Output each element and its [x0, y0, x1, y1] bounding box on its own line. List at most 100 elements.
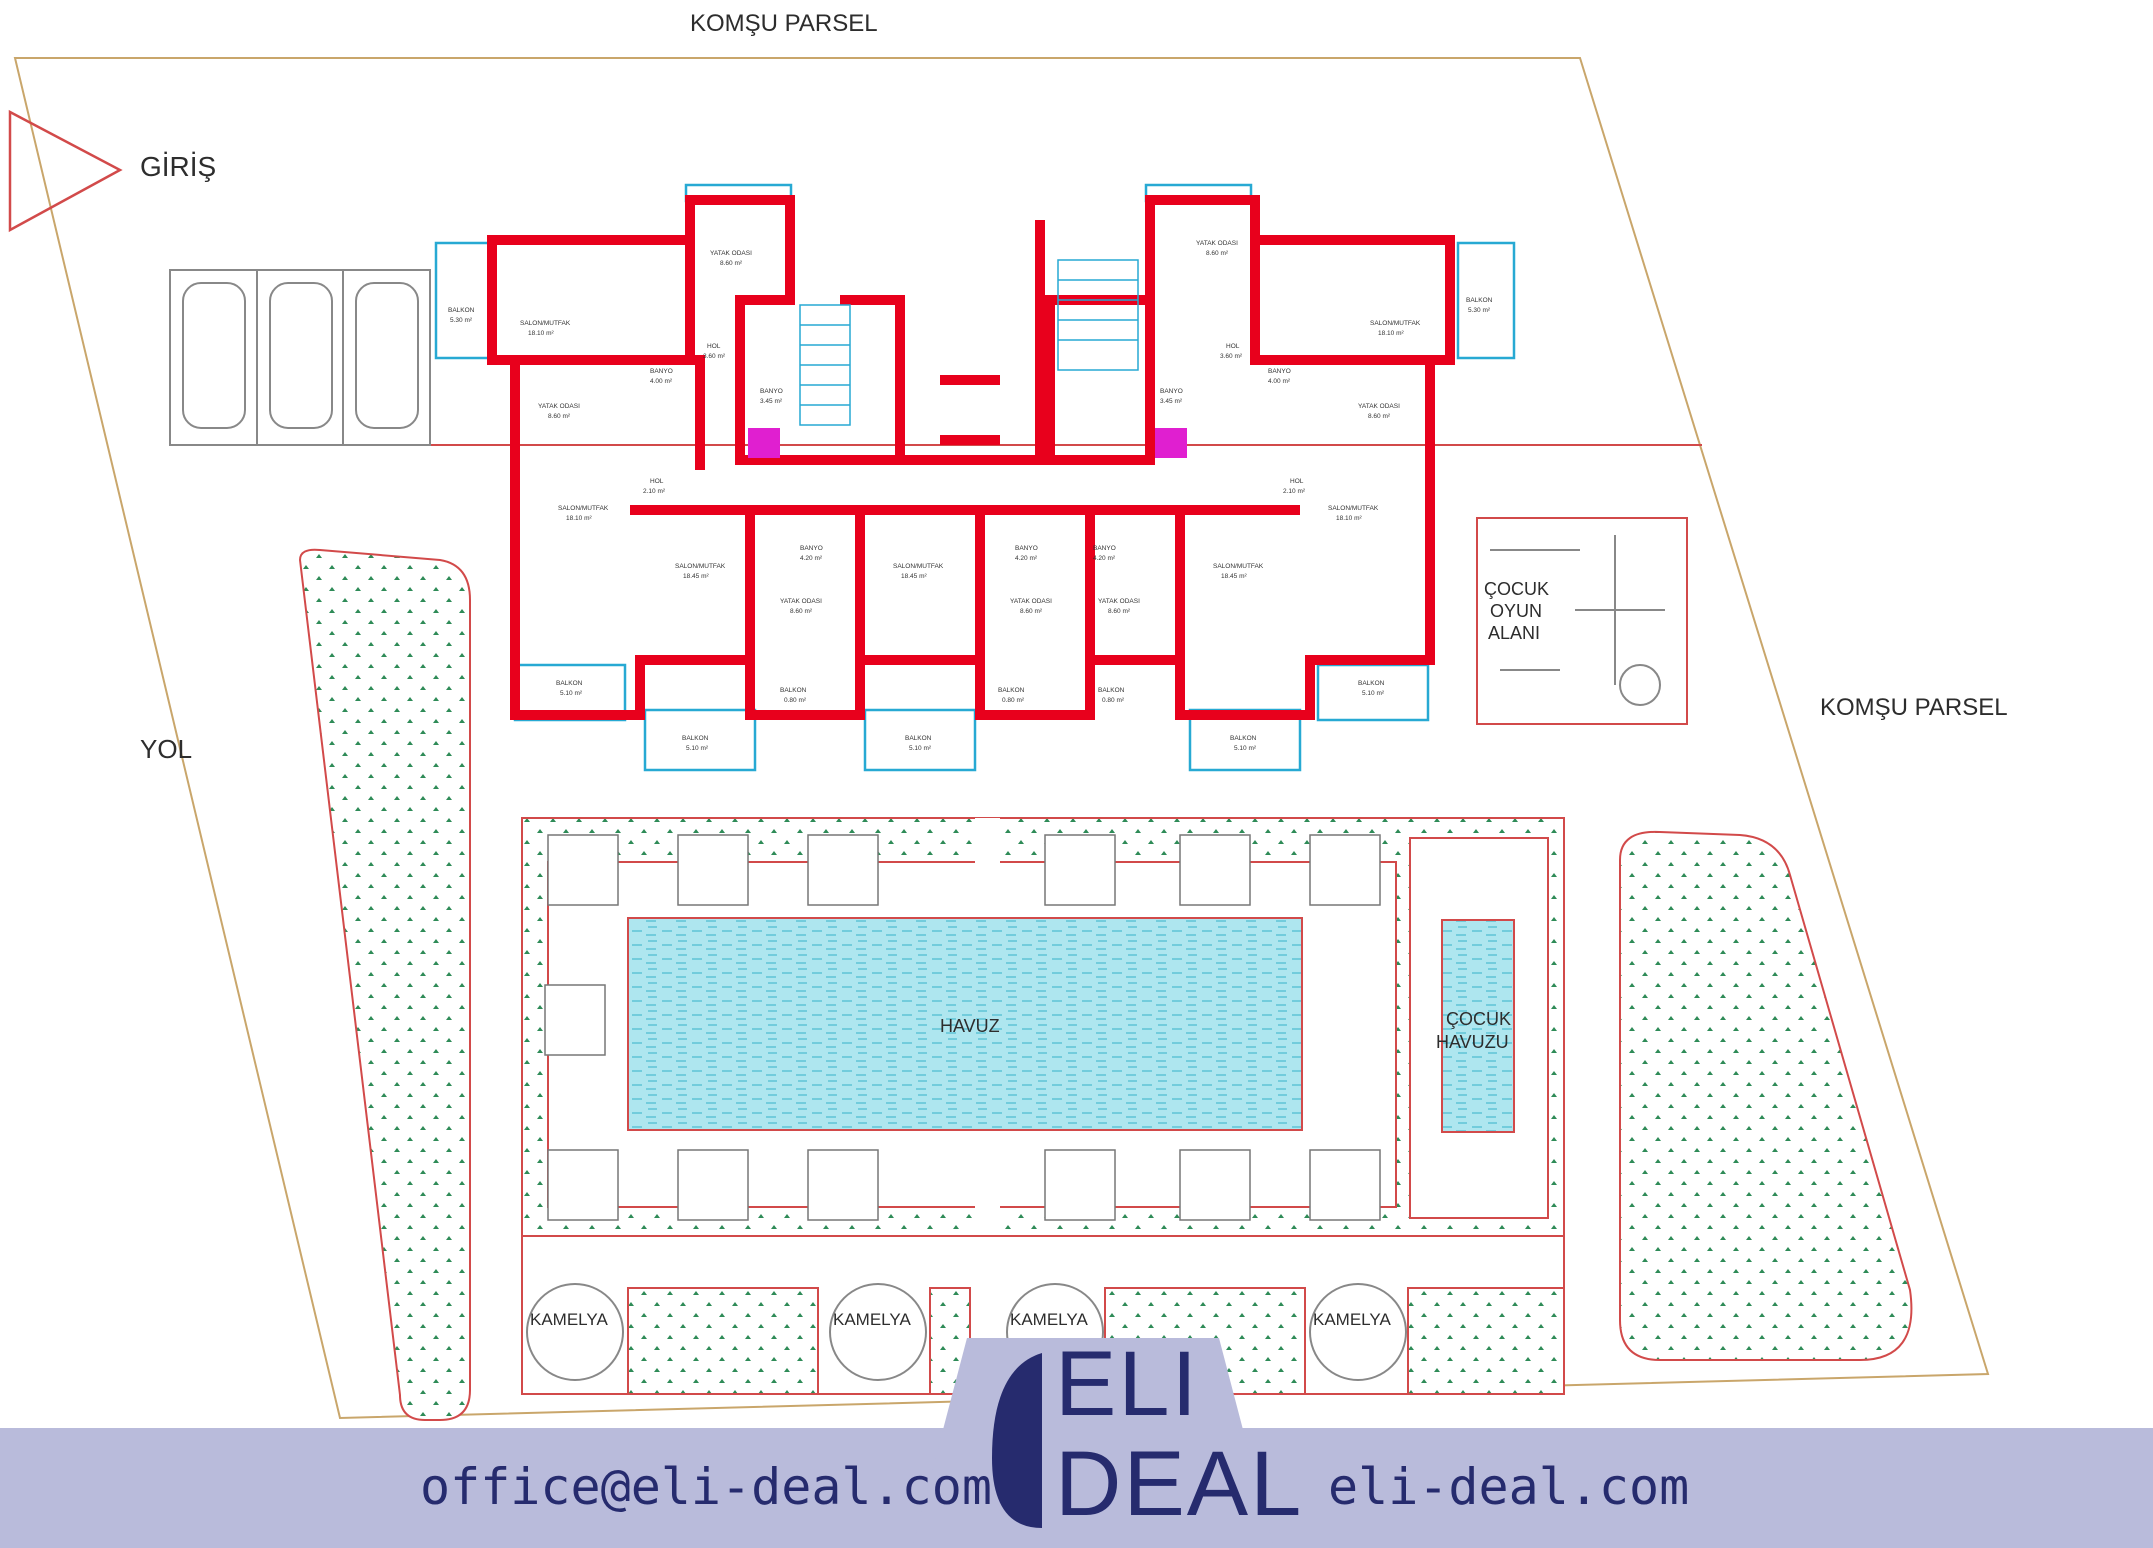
room-label-balcony: BALKON — [1230, 735, 1257, 742]
room-label-balcony: BALKON — [1098, 687, 1125, 694]
gazebo-label: KAMELYA — [1010, 1310, 1088, 1329]
room-label-balcony: BALKON — [998, 687, 1025, 694]
room-area: 4.20 m² — [800, 555, 823, 562]
room-area: 5.30 m² — [1468, 307, 1491, 314]
room-label-bedroom: YATAK ODASI — [1010, 598, 1052, 605]
room-area: 18.45 m² — [1221, 573, 1247, 580]
staircases — [799, 259, 1139, 426]
car-icon — [355, 282, 419, 429]
logo-mark-icon — [992, 1353, 1042, 1528]
room-label-bath: BANYO — [800, 545, 823, 552]
room-area: 4.20 m² — [1015, 555, 1038, 562]
room-label-living: SALON/MUTFAK — [1370, 320, 1421, 327]
room-area: 8.60 m² — [1206, 250, 1229, 257]
room-area: 8.60 m² — [1108, 608, 1131, 615]
room-area: 0.80 m² — [1002, 697, 1025, 704]
room-area: 8.60 m² — [790, 608, 813, 615]
room-area: 0.80 m² — [1102, 697, 1125, 704]
room-area: 4.00 m² — [650, 378, 673, 385]
green-strip-left — [298, 548, 471, 1421]
gazebo-label: KAMELYA — [530, 1310, 608, 1329]
email-link[interactable]: office@eli-deal.com — [420, 1458, 992, 1516]
room-label-balcony: BALKON — [556, 680, 583, 687]
room-label-living: SALON/MUTFAK — [520, 320, 571, 327]
gazebo-icon — [1309, 1283, 1407, 1381]
room-area: 4.20 m² — [1093, 555, 1116, 562]
room-label-bath: BANYO — [1015, 545, 1038, 552]
building-walls — [487, 195, 1455, 720]
car-icon — [182, 282, 246, 429]
room-label-bath: BANYO — [1268, 368, 1291, 375]
car-icon — [269, 282, 333, 429]
neighbor-label-right: KOMŞU PARSEL — [1820, 694, 2008, 721]
playground-label: ALANI — [1488, 623, 1540, 643]
sun-loungers — [544, 834, 1381, 1221]
pool-label: HAVUZ — [940, 1016, 1000, 1036]
room-label-living: SALON/MUTFAK — [675, 563, 726, 570]
room-area: 5.30 m² — [450, 317, 473, 324]
parking-area — [169, 269, 431, 446]
room-label-balcony: BALKON — [448, 307, 475, 314]
logo-text-deal: DEAL — [1055, 1433, 1304, 1535]
room-label-living: SALON/MUTFAK — [1213, 563, 1264, 570]
neighbor-label-top: KOMŞU PARSEL — [690, 10, 878, 37]
room-area: 18.10 m² — [528, 330, 554, 337]
playground-label: OYUN — [1490, 601, 1542, 621]
room-area: 3.60 m² — [1220, 353, 1243, 360]
playground — [1476, 517, 1688, 725]
room-label-bedroom: YATAK ODASI — [780, 598, 822, 605]
gazebo-label: KAMELYA — [1313, 1310, 1391, 1329]
room-label-bedroom: YATAK ODASI — [1358, 403, 1400, 410]
kids-pool — [1441, 919, 1515, 1133]
room-label-balcony: BALKON — [1466, 297, 1493, 304]
room-label-bath: BANYO — [760, 388, 783, 395]
playground-equipment-icon — [1490, 535, 1665, 706]
gazebo-icon — [526, 1283, 624, 1381]
entrance-label: GİRİŞ — [140, 151, 216, 182]
room-area: 18.10 m² — [1378, 330, 1404, 337]
room-area: 5.10 m² — [909, 745, 932, 752]
room-label-bedroom: YATAK ODASI — [710, 250, 752, 257]
main-pool — [627, 917, 1303, 1131]
room-area: 18.10 m² — [1336, 515, 1362, 522]
service-shaft — [1155, 428, 1187, 458]
room-area: 5.10 m² — [1234, 745, 1257, 752]
room-area: 2.10 m² — [1283, 488, 1306, 495]
room-label-bedroom: YATAK ODASI — [1196, 240, 1238, 247]
room-label-hall: HOL — [650, 478, 664, 485]
room-area: 8.60 m² — [1020, 608, 1043, 615]
green-strip-right — [1619, 830, 1913, 1361]
room-label-bath: BANYO — [1093, 545, 1116, 552]
service-shaft — [748, 428, 780, 458]
logo-background — [912, 1338, 1274, 1548]
road-label: YOL — [140, 734, 192, 764]
room-label-bedroom: YATAK ODASI — [538, 403, 580, 410]
website-link[interactable]: eli-deal.com — [1328, 1458, 1690, 1516]
room-area: 18.45 m² — [901, 573, 927, 580]
room-label-balcony: BALKON — [905, 735, 932, 742]
room-area: 18.10 m² — [566, 515, 592, 522]
room-area: 2.10 m² — [643, 488, 666, 495]
plot-boundary — [13, 57, 1990, 1420]
room-label-hall: HOL — [1226, 343, 1240, 350]
logo-text-eli: ELI — [1055, 1333, 1200, 1435]
room-area: 3.45 m² — [760, 398, 783, 405]
room-area: 3.45 m² — [1160, 398, 1183, 405]
room-label-balcony: BALKON — [780, 687, 807, 694]
kids-pool-label: HAVUZU — [1436, 1032, 1509, 1052]
room-area: 8.60 m² — [720, 260, 743, 267]
room-label-bath: BANYO — [1160, 388, 1183, 395]
room-area: 5.10 m² — [1362, 690, 1385, 697]
room-area: 8.60 m² — [1368, 413, 1391, 420]
room-label-balcony: BALKON — [1358, 680, 1385, 687]
room-area: 3.60 m² — [703, 353, 726, 360]
room-label-living: SALON/MUTFAK — [893, 563, 944, 570]
room-label-living: SALON/MUTFAK — [1328, 505, 1379, 512]
room-area: 8.60 m² — [548, 413, 571, 420]
room-label-balcony: BALKON — [682, 735, 709, 742]
room-area: 5.10 m² — [686, 745, 709, 752]
playground-label: ÇOCUK — [1484, 579, 1549, 599]
gazebo-label: KAMELYA — [833, 1310, 911, 1329]
gazebo-icon — [829, 1283, 927, 1381]
